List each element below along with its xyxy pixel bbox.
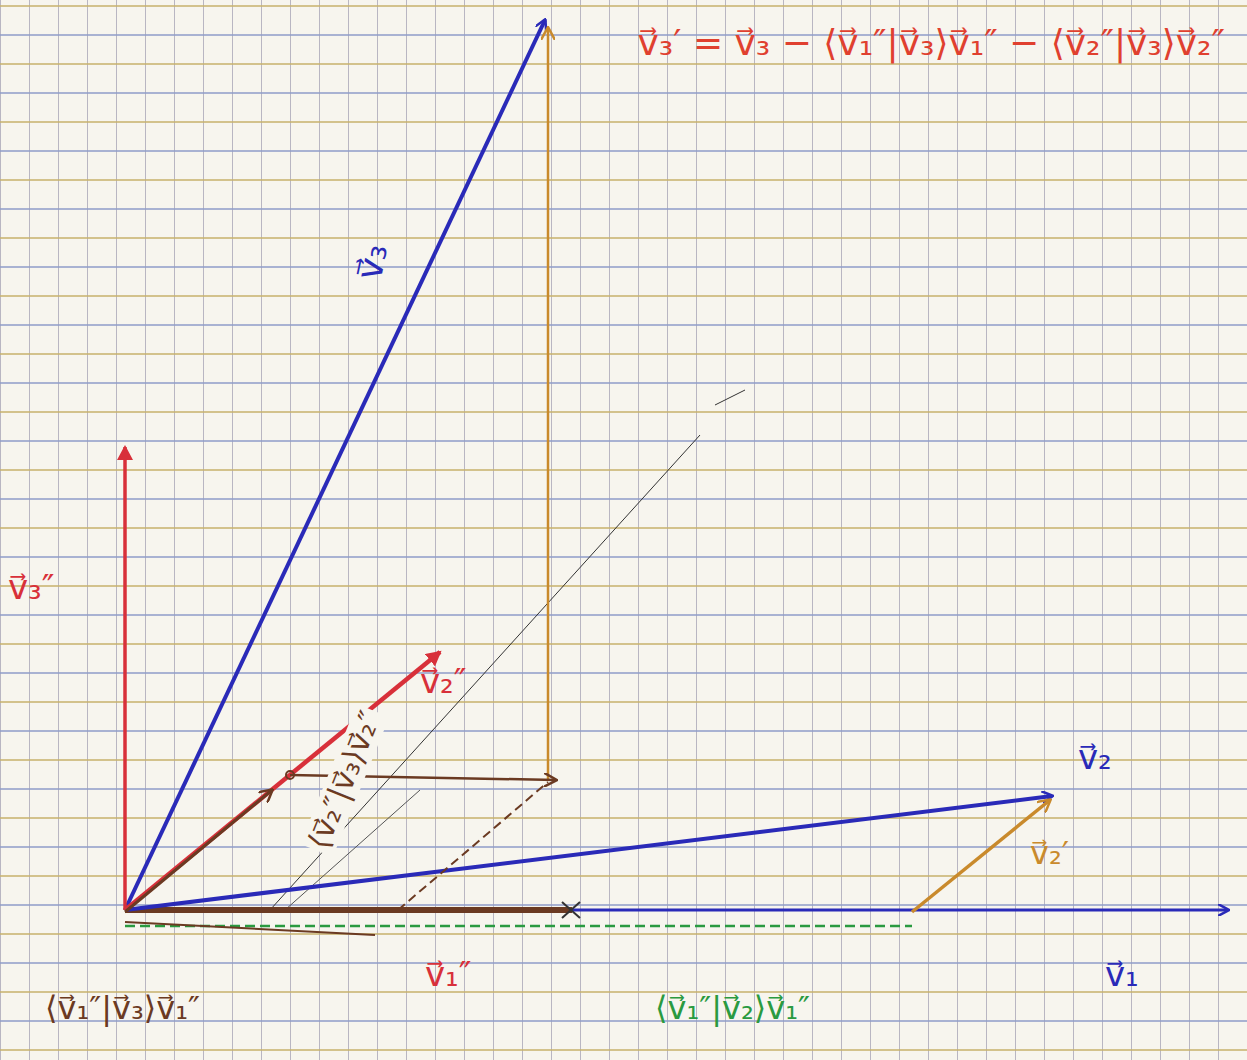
formula-label: v⃗₃′ = v⃗₃ − ⟨v⃗₁″|v⃗₃⟩v⃗₁″ − ⟨v⃗₂″|v⃗₃⟩… — [585, 22, 1225, 63]
vector-label: v⃗₂″ — [420, 662, 466, 701]
vector-label: v⃗₃″ — [8, 568, 54, 607]
vector-label: v⃗₃ — [348, 240, 396, 284]
projection-label: ⟨v⃗₂″|v⃗₃⟩v⃗₂″ — [301, 703, 390, 856]
vector-label: v⃗₁″ — [425, 955, 471, 994]
projection-label: ⟨v⃗₁″|v⃗₃⟩v⃗₁″ — [45, 990, 200, 1027]
projection-label: ⟨v⃗₁″|v⃗₂⟩v⃗₁″ — [655, 990, 810, 1027]
vector-label: v⃗₁ — [1105, 955, 1139, 994]
vector-label: v⃗₂′ — [1030, 835, 1069, 872]
vector-label: v⃗₂ — [1078, 738, 1112, 777]
